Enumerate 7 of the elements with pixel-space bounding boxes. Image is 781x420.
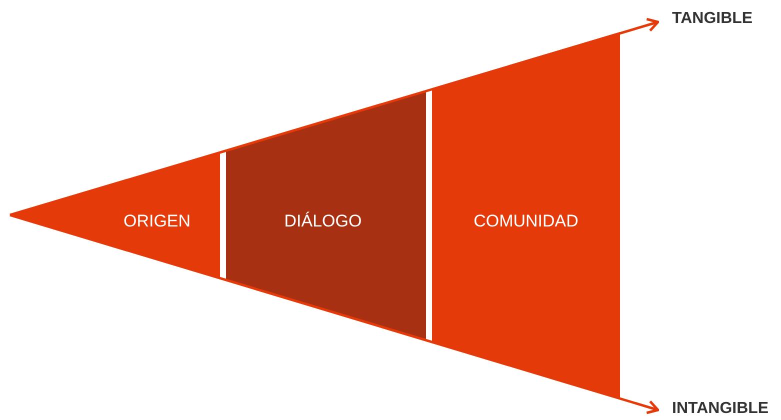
arrow: [10, 18, 660, 216]
segment-label: COMUNIDAD: [474, 210, 578, 232]
arrow: [10, 214, 660, 414]
axis-label: TANGIBLE: [672, 8, 772, 30]
axis-label: INTANGIBLE: [672, 398, 780, 420]
segment-label: ORIGEN: [123, 210, 191, 232]
segment-label: DIÁLOGO: [284, 210, 362, 232]
